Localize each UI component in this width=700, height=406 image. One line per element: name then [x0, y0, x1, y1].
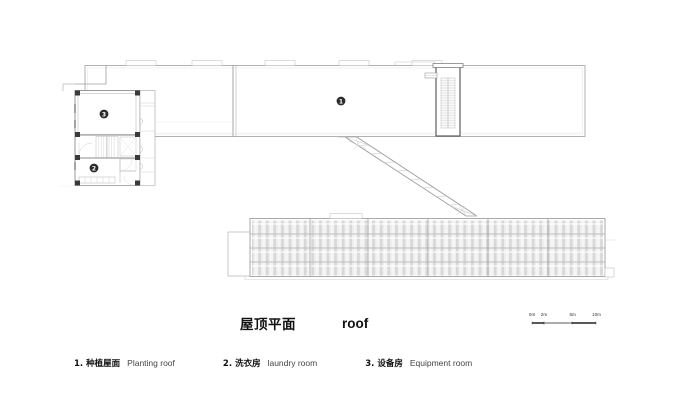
legend-item-3-number: 3. — [365, 359, 375, 369]
legend-item-1-cn: 种植屋面 — [86, 359, 121, 369]
scale-tick-labels: 0m 2m 6m 10m — [528, 312, 601, 320]
plan-title-en: roof — [342, 315, 369, 331]
west-block-stair — [95, 136, 119, 158]
skylight-notches — [125, 60, 443, 66]
pergola-canopy — [227, 213, 617, 280]
scale-tick-2: 6m — [569, 312, 576, 317]
scale-tick-3: 10m — [592, 312, 601, 317]
room-number-markers: 1 2 3 — [89, 96, 346, 173]
room-marker-3: 3 — [99, 109, 109, 119]
svg-text:3: 3 — [102, 112, 106, 119]
structural-columns — [75, 90, 140, 186]
legend-item-1-en: Planting roof — [127, 358, 175, 368]
legend-item-1: 1. 种植屋面 Planting roof — [74, 357, 175, 369]
legend-item-1-number: 1. — [74, 359, 84, 369]
legend-item-2-cn: 洗衣房 — [235, 359, 261, 369]
scale-tick-1: 2m — [540, 312, 548, 317]
svg-text:2: 2 — [92, 166, 96, 173]
laundry-room-fixtures — [78, 158, 137, 186]
stair-treads — [440, 77, 456, 129]
legend-item-3: 3. 设备房 Equipment room — [365, 357, 472, 369]
scale-tick-0: 0m — [528, 312, 536, 317]
roof-expansion-joint — [232, 65, 237, 137]
legend-item-3-en: Equipment room — [409, 358, 473, 368]
scale-bar: 0m 2m 6m 10m — [528, 312, 601, 328]
scale-bar-graphic — [531, 321, 597, 325]
west-block-secondary-stair — [119, 136, 137, 157]
diagonal-truss-bridge — [338, 136, 478, 217]
legend-item-2-number: 2. — [222, 359, 233, 369]
legend-item-3-cn: 设备房 — [377, 359, 403, 369]
room-marker-2: 2 — [89, 163, 99, 173]
legend-item-2: 2. 洗衣房 laundry room — [223, 357, 317, 369]
room-marker-1: 1 — [336, 96, 346, 106]
plan-title: 屋顶平面 roof — [240, 312, 500, 334]
east-facade-openings — [139, 117, 143, 171]
legend: 1. 种植屋面 Planting roof 2. 洗衣房 laundry roo… — [74, 355, 472, 371]
roof-stair-core — [394, 61, 464, 137]
svg-text:1: 1 — [339, 99, 343, 106]
legend-item-2-en: laundry room — [267, 358, 318, 368]
main-roof-band — [84, 60, 586, 137]
plan-title-cn: 屋顶平面 — [240, 317, 296, 333]
